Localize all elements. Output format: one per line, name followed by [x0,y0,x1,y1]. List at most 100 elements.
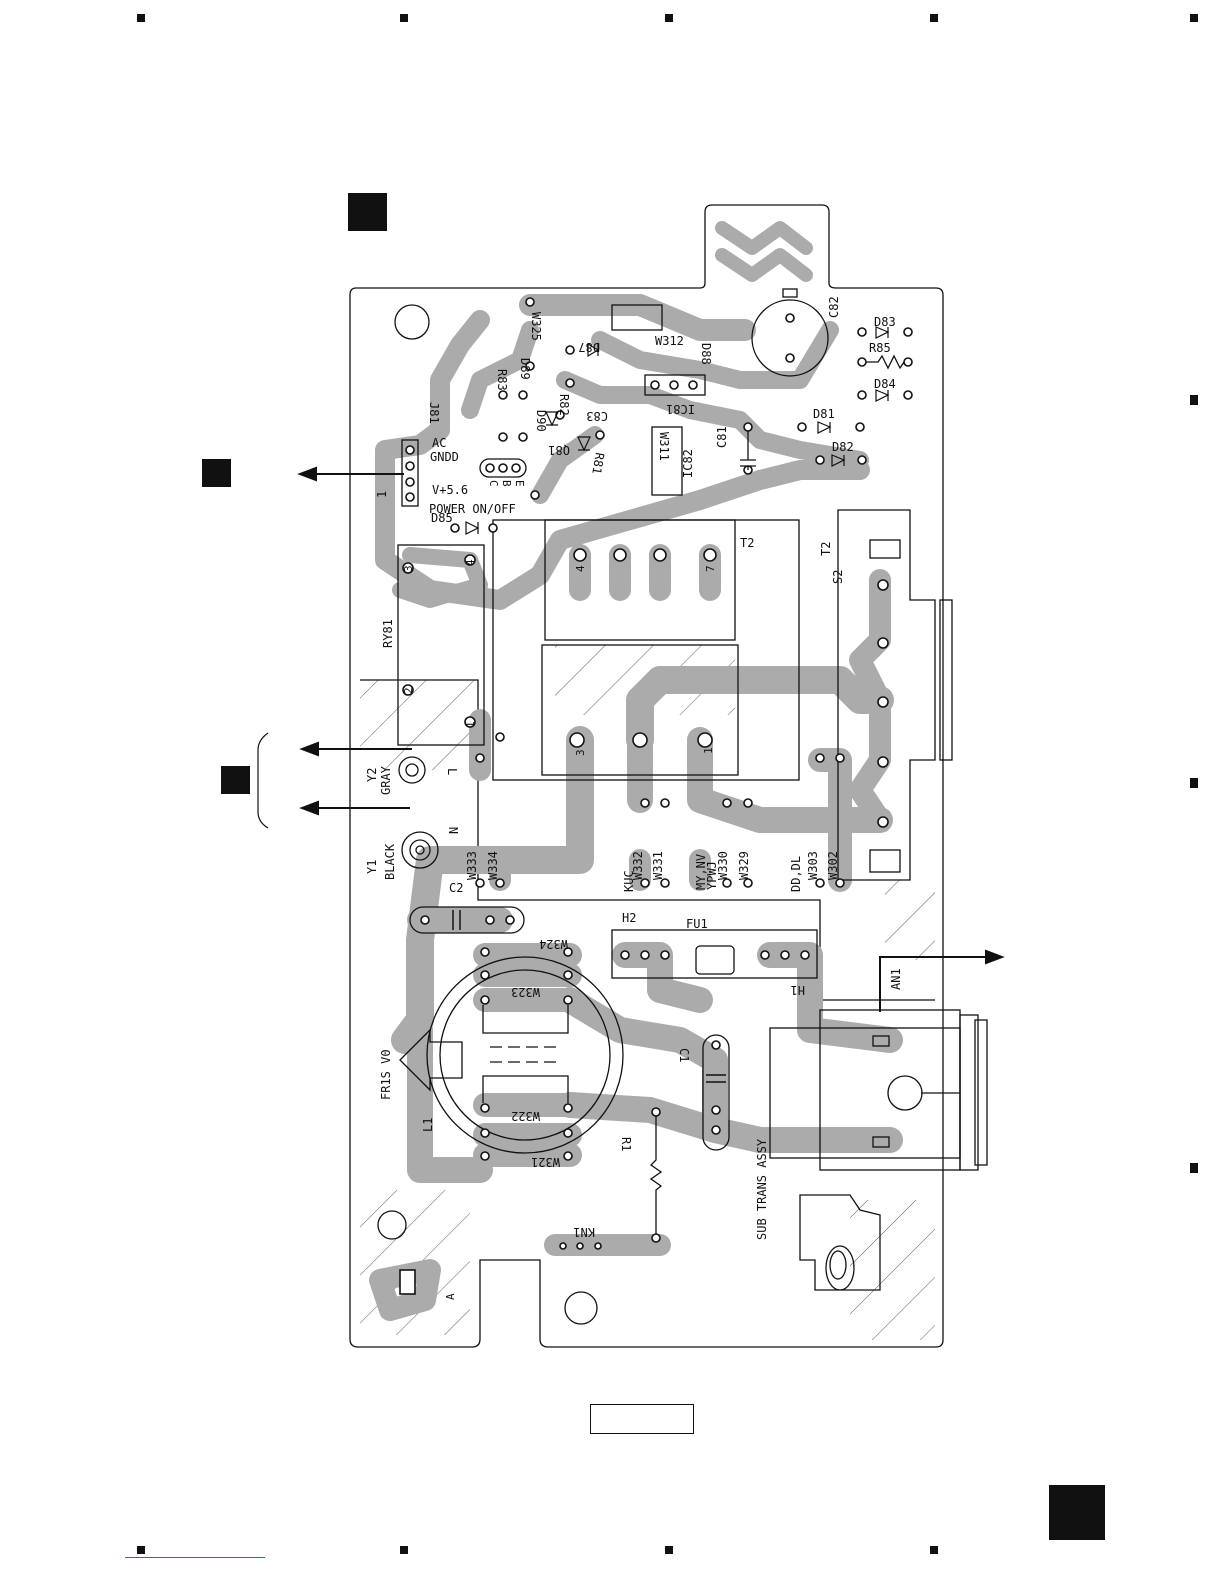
label-t2-pin1: 1 [702,747,715,754]
label-w332: W332 [631,851,645,880]
label-cbe-c: C [487,480,500,487]
label-ry81: RY81 [381,619,395,648]
label-n: N [447,827,461,834]
capacitor-c81 [740,431,756,470]
label-kuc: KUC [622,870,636,892]
label-black: BLACK [383,843,397,880]
footer-link-underline [125,1557,265,1558]
label-d89: D89 [518,358,532,380]
label-w329: W329 [737,851,751,880]
label-t2-pin4: 4 [574,565,587,572]
label-kn1: KN1 [573,1225,595,1239]
capacitor-c1 [702,1034,730,1151]
component-pads [399,297,913,1295]
transformer-t2 [492,519,800,781]
label-an1: AN1 [889,968,903,990]
isolation-zone-outline [360,679,935,1001]
label-w322: W322 [511,1109,540,1123]
label-subtrans: SUB TRANS ASSY [755,1138,769,1240]
label-d84: D84 [874,377,896,391]
terminal-y2 [398,756,426,784]
label-w302: W302 [826,851,840,880]
ic81-outline [644,374,706,396]
label-relay-pin4: 4 [464,559,477,566]
label-fr1s: FR1S V0 [379,1049,393,1100]
relay-ry81-outline [397,544,485,746]
label-s2: S2 [831,570,845,584]
label-d85: D85 [431,511,453,525]
label-pin1: 1 [375,491,389,498]
transistor-q81 [479,458,527,478]
label-w334: W334 [486,851,500,880]
signal-arrows [297,466,1005,1012]
capacitor-c2 [409,906,525,934]
label-c2: C2 [449,881,463,895]
label-r82: R82 [557,394,571,416]
label-t2-side: T2 [819,542,833,556]
label-l: L [445,768,459,775]
registration-marks [137,14,1198,1554]
footer-page-box [590,1404,694,1434]
label-relay-pin2: 2 [402,687,415,694]
label-j81: J81 [427,402,441,424]
label-d88: D88 [699,343,713,365]
label-w330: W330 [716,851,730,880]
label-r83: R83 [495,369,509,391]
ic82-outline [651,426,683,496]
label-y1: Y1 [365,860,379,874]
label-w331: W331 [651,851,665,880]
label-ic81: IC81 [666,402,695,416]
label-mynv: MY,NV [694,854,708,890]
label-w321: W321 [531,1155,560,1169]
sub-trans-connector [769,1009,988,1171]
reference-block-top [348,193,387,231]
ic81-pins [650,380,698,390]
resistor-r1 [649,1116,663,1234]
label-w325: W325 [529,312,543,341]
label-d90: D90 [534,410,548,432]
label-c1: C1 [677,1048,691,1062]
regulator-body [611,304,663,331]
label-w324: W324 [539,937,568,951]
label-ic82: IC82 [681,449,695,478]
label-r81: R81 [589,451,607,475]
label-w333: W333 [465,851,479,880]
line-filter-l1 [399,956,624,1154]
label-gray: GRAY [379,765,393,795]
label-t2-pin7: 7 [704,565,717,572]
label-d83: D83 [874,315,896,329]
diode-symbols [465,326,890,535]
label-cbe-e: E [513,480,526,487]
label-ac: AC [432,436,446,450]
connector-kn1-body [799,1194,881,1291]
label-d82: D82 [832,440,854,454]
capacitor-c82 [751,288,829,377]
label-w312: W312 [655,334,684,348]
label-c82: C82 [827,296,841,318]
label-q81: Q81 [548,443,570,457]
label-d81: D81 [813,407,835,421]
label-relay-pin1: 1 [464,721,477,728]
board-outline [349,204,944,1348]
label-fu1: FU1 [686,917,708,931]
label-c81: C81 [715,426,729,448]
label-d87: D87 [578,340,600,354]
label-power: POWER ON/OFF [429,502,516,516]
terminal-y1 [401,831,439,869]
reference-block-left-middle [221,766,250,794]
reference-block-bottom-right [1049,1485,1105,1540]
label-r85: R85 [869,341,891,355]
bracket-y-group [257,732,269,829]
label-h2: H2 [622,911,636,925]
label-cbe-b: B [500,480,513,487]
label-h1: H1 [791,983,805,997]
label-y2: Y2 [365,768,379,782]
label-w311: W311 [657,432,671,461]
label-v5: V+5.6 [432,483,468,497]
resistor-r85 [866,354,905,370]
fuse-fu1 [611,929,818,979]
label-relay-pin3: 3 [402,565,415,572]
label-r1: R1 [619,1137,633,1151]
zigzag-marking [715,221,813,282]
